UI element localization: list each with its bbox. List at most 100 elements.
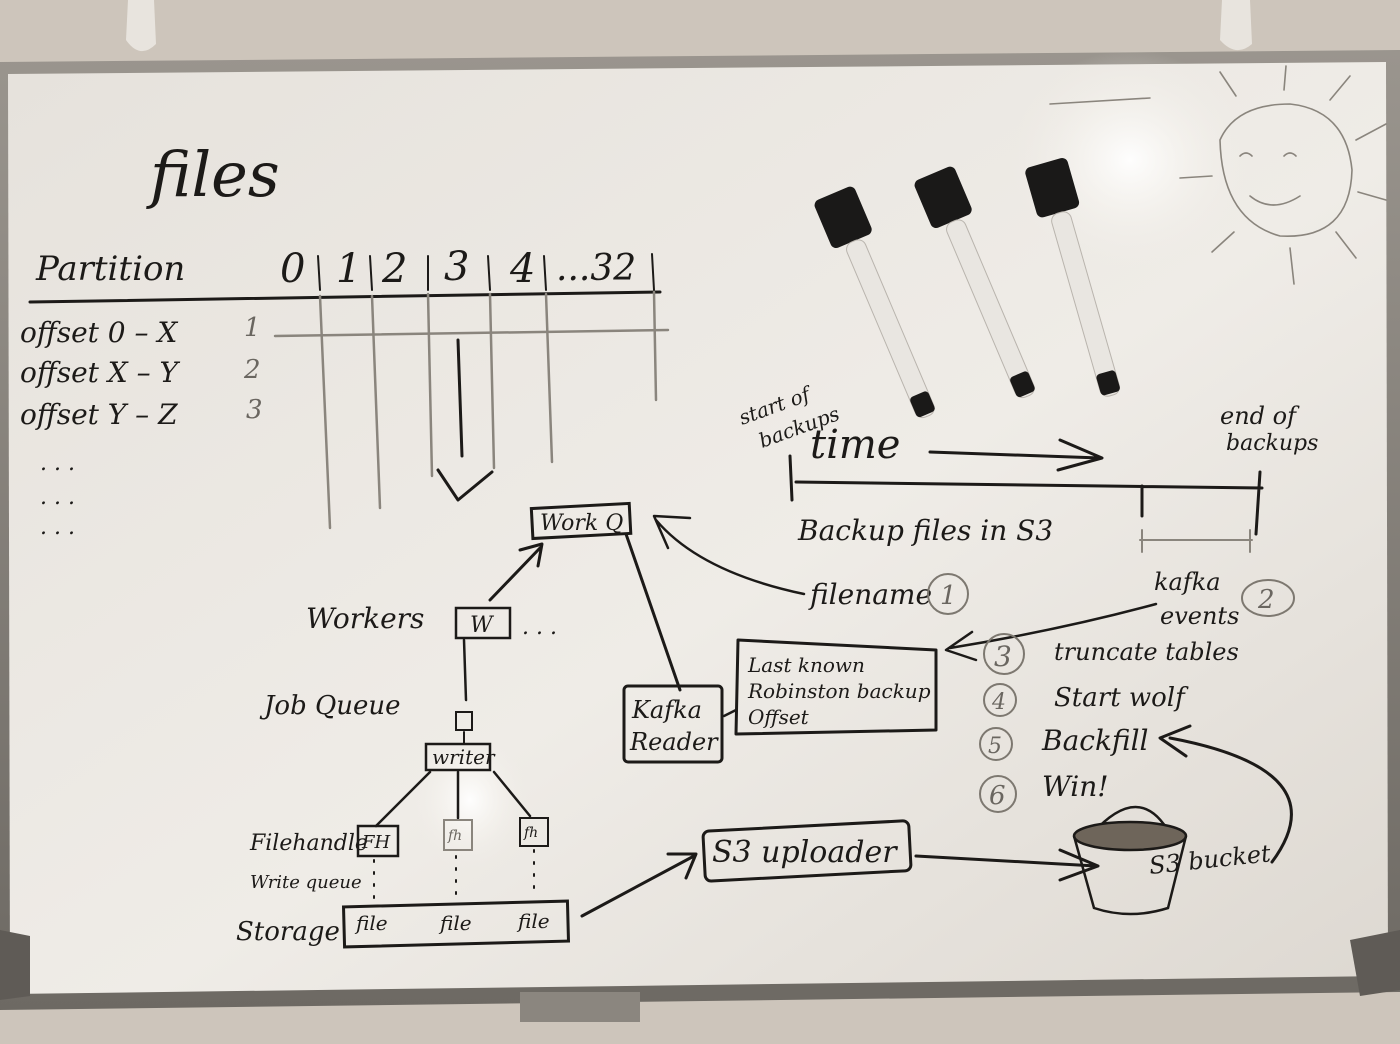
- filehandle-node: FH: [356, 824, 400, 858]
- offset-row-label: offset 0 – X: [20, 316, 178, 349]
- step-badge-num: 2: [1257, 585, 1275, 615]
- filehandle-label: Filehandle: [249, 831, 368, 856]
- step-text: Backfill: [1041, 724, 1149, 757]
- kafka-to-workq-line: [624, 532, 682, 692]
- worker-to-jobqueue-line: [462, 638, 468, 702]
- last-known-line: Robinston backup: [747, 679, 931, 703]
- workers-label: Workers: [306, 602, 424, 635]
- backup-files-label: Backup files in S3: [797, 514, 1053, 547]
- step-num: 6: [989, 781, 1006, 811]
- steps-list: 3 truncate tables 4 Start wolf 5 Backfil…: [979, 633, 1239, 813]
- column-label: 0: [280, 246, 305, 292]
- table-title: files: [146, 138, 280, 211]
- step-text: Start wolf: [1054, 683, 1189, 713]
- step-num: 4: [991, 690, 1006, 715]
- job-queue-label: Job Queue: [259, 691, 401, 721]
- storage-to-uploader-arrow: [580, 852, 698, 918]
- kafka-events-arrow: [944, 602, 1158, 662]
- marker-pen: [814, 186, 935, 419]
- last-known-line: Offset: [748, 705, 810, 729]
- row-ellipsis: . . .: [40, 515, 75, 540]
- step-item: 5 Backfill: [979, 724, 1149, 761]
- timeline-time-label: time: [810, 422, 900, 468]
- work-q-label: Work Q: [540, 511, 623, 536]
- sun-doodle: [1049, 65, 1387, 285]
- partition-columns: 0 1 2 3 4 ...32: [280, 244, 636, 292]
- step-item: 6 Win!: [979, 770, 1109, 813]
- step-num: 3: [994, 640, 1012, 673]
- offset-row-index: 2: [243, 355, 261, 385]
- last-known-line: Last known: [747, 653, 865, 677]
- row-ellipsis: . . .: [40, 485, 75, 510]
- column-label: 3: [444, 244, 469, 290]
- filehandle-box-label: fh: [523, 825, 538, 841]
- job-queue-icon: [455, 711, 473, 731]
- corner-bracket: [1350, 930, 1400, 996]
- storage-file: file: [438, 911, 472, 935]
- work-q-node: Work Q: [529, 501, 633, 541]
- s3-uploader-node: S3 uploader: [701, 819, 913, 883]
- workers-to-workq-arrow: [488, 542, 544, 602]
- partition-label: Partition: [35, 249, 185, 289]
- writer-label: writer: [432, 745, 496, 769]
- down-arrow: [436, 338, 494, 502]
- light-glare-bottom: [410, 730, 530, 870]
- worker-node: W: [454, 606, 512, 640]
- storage-node: file file file: [341, 899, 571, 949]
- column-label: 4: [509, 246, 535, 292]
- column-separators: [317, 253, 655, 291]
- column-label: 2: [381, 246, 407, 292]
- writer-node: writer: [424, 742, 496, 772]
- marker-pen: [1025, 158, 1120, 397]
- timeline-end-label: end of: [1220, 402, 1300, 430]
- grid-lines: [273, 290, 670, 530]
- timeline-bracket: [788, 454, 1264, 536]
- write-queue-label: Write queue: [250, 872, 362, 893]
- storage-label: Storage: [236, 917, 340, 947]
- corner-bracket-left: [0, 930, 30, 1000]
- hanger-hook-right: [1220, 0, 1252, 51]
- whiteboard-markers: [814, 158, 1120, 419]
- row-ellipsis: . . .: [40, 451, 75, 476]
- timeline-end-label: backups: [1226, 431, 1318, 456]
- kafka-to-lastknown-line: [722, 708, 738, 718]
- kafka-reader-node: Kafka Reader: [622, 684, 724, 764]
- kafka-events-label: events: [1160, 602, 1239, 630]
- timeline: start of backups time end of backups Bac…: [736, 381, 1318, 553]
- bucket-to-backfill-arrow: [1158, 724, 1293, 864]
- kafka-reader-label: Kafka: [631, 696, 702, 724]
- column-label: 1: [336, 246, 361, 292]
- storage-file: file: [516, 909, 550, 933]
- step-num: 5: [988, 734, 1002, 759]
- step-badge-num: 1: [940, 581, 957, 611]
- filehandle-box-label: fh: [447, 828, 462, 844]
- offset-rows: offset 0 – X 1 offset X – Y 2 offset Y –…: [20, 313, 263, 540]
- step-item: 4 Start wolf: [983, 683, 1189, 717]
- last-known-offset-node: Last known Robinston backup Offset: [734, 638, 938, 736]
- step-badge: 2: [1241, 579, 1295, 617]
- bucket-icon: [1072, 805, 1188, 916]
- step-text: Win!: [1042, 770, 1109, 803]
- uploader-to-bucket-arrow: [914, 848, 1100, 882]
- filename-arrow: [652, 514, 806, 596]
- hanger-hook-left: [126, 0, 156, 52]
- offset-row-label: offset X – Y: [20, 356, 181, 389]
- column-label: ...32: [556, 248, 636, 289]
- step-item: 3 truncate tables: [983, 633, 1239, 675]
- worker-label: W: [470, 613, 495, 638]
- kafka-events-label: kafka: [1154, 568, 1221, 596]
- board-surface: [8, 62, 1388, 994]
- step-text: truncate tables: [1054, 638, 1239, 666]
- light-glare-top: [1010, 50, 1250, 270]
- offset-row-index: 1: [244, 313, 261, 343]
- filehandle-node: fh: [443, 819, 473, 851]
- write-queue-dots: [373, 849, 535, 905]
- workers-more: . . .: [522, 615, 557, 640]
- timeline-gap-bracket: [1139, 529, 1253, 553]
- offset-row-label: offset Y – Z: [20, 398, 178, 431]
- table-header-rule: [28, 290, 662, 304]
- marker-tray: [520, 992, 640, 1022]
- filehandle-box-label: FH: [361, 832, 390, 853]
- s3-uploader-label: S3 uploader: [712, 835, 898, 870]
